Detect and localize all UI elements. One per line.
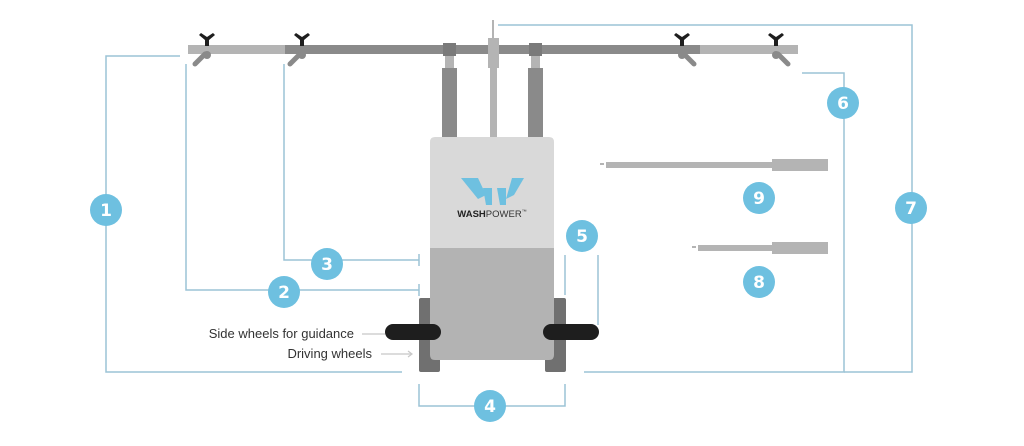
svg-text:4: 4 bbox=[484, 397, 496, 417]
badge-6: 6 bbox=[827, 87, 859, 119]
svg-text:5: 5 bbox=[576, 227, 588, 247]
pipe-joint-right bbox=[529, 43, 542, 56]
badge-4: 4 bbox=[474, 390, 506, 422]
side-wheel-right bbox=[543, 324, 599, 340]
drop-pipe-right bbox=[528, 68, 543, 138]
side-wheels-label: Side wheels for guidance bbox=[209, 326, 354, 341]
badge-3: 3 bbox=[311, 248, 343, 280]
leader-line-3 bbox=[283, 64, 419, 261]
unit-bottom-panel bbox=[430, 248, 554, 360]
badge-5: 5 bbox=[566, 220, 598, 252]
valve-1 bbox=[192, 33, 215, 67]
valve-3 bbox=[674, 33, 697, 67]
lance-short bbox=[692, 242, 828, 254]
pipe-joint-center bbox=[488, 38, 499, 68]
svg-text:7: 7 bbox=[905, 199, 917, 219]
drop-pipe-right-light bbox=[531, 56, 540, 68]
brand-name: WASHPOWER™ bbox=[457, 209, 526, 220]
leader-line-6 bbox=[584, 72, 845, 373]
lance-long bbox=[600, 159, 828, 171]
badge-9: 9 bbox=[743, 182, 775, 214]
valve-handle-icon bbox=[674, 33, 690, 46]
drop-pipe-left bbox=[442, 68, 457, 138]
valve-handle-icon bbox=[768, 33, 784, 46]
pipe-left-light bbox=[188, 45, 285, 54]
drop-pipe-left-light bbox=[445, 56, 454, 68]
badge-8: 8 bbox=[743, 266, 775, 298]
svg-text:8: 8 bbox=[753, 273, 765, 293]
valve-handle-icon bbox=[294, 33, 310, 46]
badge-1: 1 bbox=[90, 194, 122, 226]
leader-line-1 bbox=[105, 55, 402, 373]
svg-text:9: 9 bbox=[753, 189, 765, 209]
washpower-logo-icon bbox=[461, 178, 524, 205]
driving-wheels-label: Driving wheels bbox=[287, 346, 372, 361]
side-wheel-left bbox=[385, 324, 441, 340]
valve-handle-icon bbox=[199, 33, 215, 46]
pipe-joint-left bbox=[443, 43, 456, 56]
badge-2: 2 bbox=[268, 276, 300, 308]
wash-unit: WASHPOWER™ bbox=[430, 137, 554, 360]
svg-text:6: 6 bbox=[837, 94, 849, 114]
overhead-pipe bbox=[188, 20, 798, 138]
svg-text:1: 1 bbox=[100, 201, 112, 221]
svg-text:3: 3 bbox=[321, 255, 333, 275]
valve-2 bbox=[287, 33, 310, 67]
valve-4 bbox=[768, 33, 791, 67]
pipe-right-light bbox=[700, 45, 798, 54]
svg-text:2: 2 bbox=[278, 283, 290, 303]
badge-7: 7 bbox=[895, 192, 927, 224]
leader-line-2 bbox=[185, 64, 419, 291]
drop-pipe-center bbox=[490, 68, 497, 138]
driving-wheels-arrow-icon bbox=[381, 350, 413, 358]
